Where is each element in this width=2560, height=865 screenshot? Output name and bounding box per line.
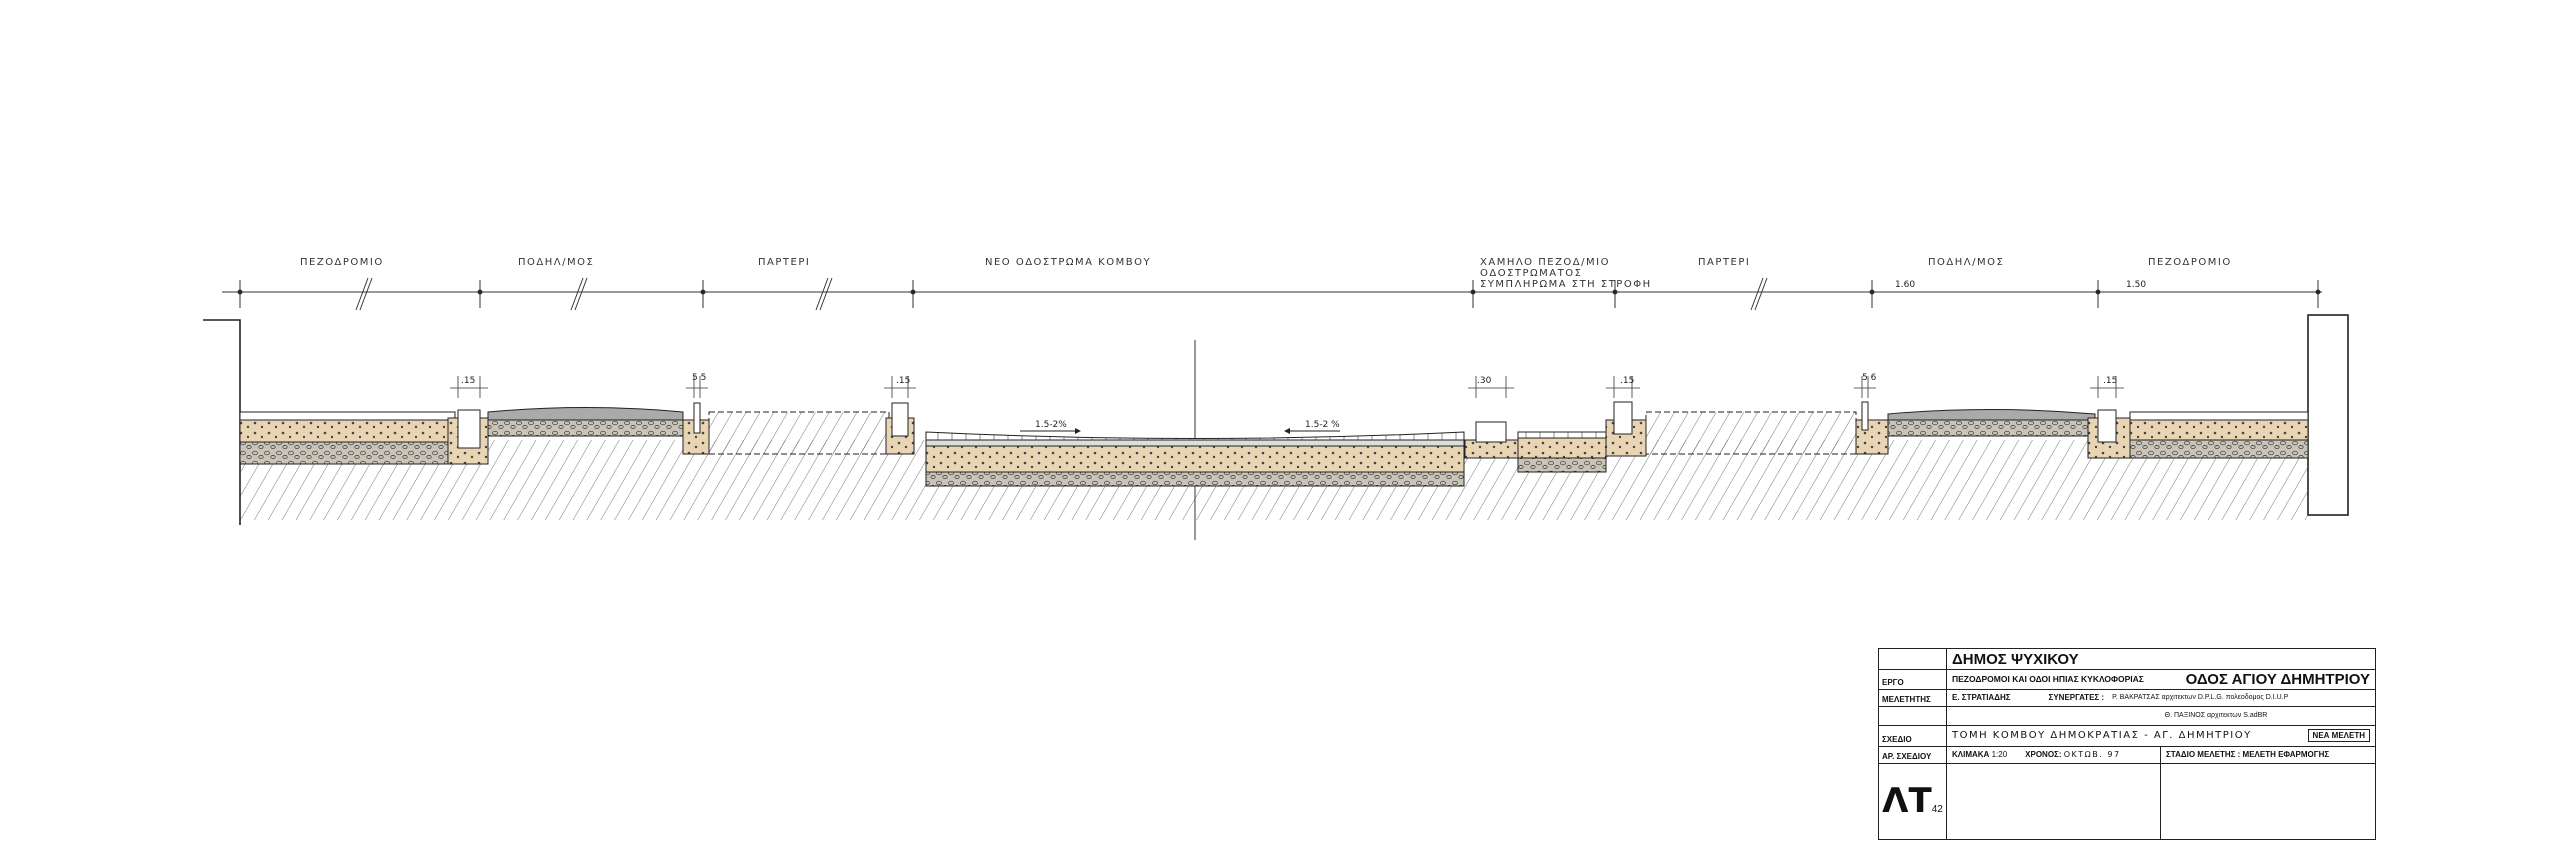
curb-stone: [457, 409, 481, 449]
collaborators-label: ΣΥΝΕΡΓΑΤΕΣ :: [2048, 693, 2105, 702]
collaborator: Θ. ΠΑΞΙΝΟΣ αρχιτεκτων S.adBR: [2164, 712, 2268, 719]
callout: .15: [461, 376, 475, 386]
break-mark: [1750, 277, 1764, 311]
break-mark: [574, 277, 588, 311]
callout: .15: [2103, 376, 2117, 386]
zone-label: ΠΑΡΤΕΡΙ: [1698, 257, 1750, 268]
zone-label: ΝΕΟ ΟΔΟΣΤΡΩΜΑ ΚΟΜΒΟΥ: [985, 257, 1151, 268]
callout: 5 6: [1862, 373, 1877, 383]
dimension-node: [700, 289, 706, 295]
callout: .15: [1620, 376, 1634, 386]
break-mark: [819, 277, 833, 311]
drawing-title: ΤΟΜΗ ΚΟΜΒΟΥ ΔΗΜΟΚΡΑΤΙΑΣ - ΑΓ. ΔΗΜΗΤΡΙΟΥ: [1952, 730, 2252, 741]
break-mark: [355, 277, 369, 311]
callout: .15: [896, 376, 910, 386]
curb-stone: [1861, 401, 1869, 431]
project-label: ΕΡΓΟ: [1879, 669, 1947, 689]
curb-stone: [1475, 421, 1507, 443]
date-label: ΧΡΟΝΟΣ:: [2025, 750, 2062, 759]
zone-labels: ΠΕΖΟΔΡΟΜΙΟ ΠΟΔΗΛ/ΜΟΣ ΠΑΡΤΕΡΙ ΝΕΟ ΟΔΟΣΤΡΩ…: [300, 257, 2232, 290]
dimension-node: [910, 289, 916, 295]
scale-label: ΚΛΙΜΑΚΑ: [1952, 750, 1990, 759]
zone-label: ΠΕΖΟΔΡΟΜΙΟ: [300, 257, 384, 268]
street: ΟΔΟΣ ΑΓΙΟΥ ΔΗΜΗΤΡΙΟΥ: [2185, 670, 2370, 688]
zone-label: ΠΑΡΤΕΡΙ: [758, 257, 810, 268]
dimension-node: [1470, 289, 1476, 295]
dimension-node: [1869, 289, 1875, 295]
break-mark: [1754, 277, 1768, 311]
zone-note: ΟΔΟΣΤΡΩΜΑΤΟΣ: [1480, 268, 1582, 279]
zone-note: ΣΥΜΠΛΗΡΩΜΑ ΣΤΗ ΣΤΡΟΦΗ: [1480, 279, 1652, 290]
callout: .30: [1477, 376, 1492, 386]
break-mark: [570, 277, 584, 311]
designer: Ε. ΣΤΡΑΤΙΑΔΗΣ: [1952, 693, 2011, 702]
dimension-node: [477, 289, 483, 295]
zone-label: ΠΟΔΗΛ/ΜΟΣ: [1928, 257, 2004, 268]
dimension-node: [2315, 289, 2321, 295]
designer-label: ΜΕΛΕΤΗΤΗΣ: [1879, 689, 1947, 706]
date: ΟΚΤΩΒ. 97: [2063, 750, 2121, 759]
scale: 1:20: [1991, 750, 2008, 759]
project: ΠΕΖΟΔΡΟΜΟΙ ΚΑΙ ΟΔΟΙ ΗΠΙΑΣ ΚΥΚΛΟΦΟΡΙΑΣ: [1952, 674, 2144, 684]
zone-label: ΠΟΔΗΛ/ΜΟΣ: [518, 257, 594, 268]
dimension-callouts: .15 5 5 .15 .30 .15 5 6 .15: [450, 373, 2124, 398]
curb-stone: [1613, 401, 1633, 435]
drawing-label: ΣΧΕΔΙΟ: [1879, 725, 1947, 746]
callout: 5 5: [692, 373, 706, 383]
width-value: 1.50: [2126, 280, 2146, 290]
pavement-layers: [239, 401, 2309, 487]
dimension-node: [237, 289, 243, 295]
zone-label: ΠΕΖΟΔΡΟΜΙΟ: [2148, 257, 2232, 268]
dimension-line: [222, 277, 2322, 311]
stage: ΣΤΑΔΙΟ ΜΕΛΕΤΗΣ : ΜΕΛΕΤΗ ΕΦΑΡΜΟΓΗΣ: [2166, 750, 2330, 759]
curb-stone: [2097, 409, 2117, 443]
authority: ΔΗΜΟΣ ΨΥΧΙΚΟΥ: [1952, 650, 2079, 668]
title-block: ΔΗΜΟΣ ΨΥΧΙΚΟΥ ΕΡΓΟ ΠΕΖΟΔΡΟΜΟΙ ΚΑΙ ΟΔΟΙ Η…: [1878, 648, 2376, 840]
break-mark: [815, 277, 829, 311]
slope-annotations: 1.5-2% 1.5-2 %: [1020, 420, 1340, 434]
collaborator: Ρ. ΒΑΚΡΑΤΣΑΣ αρχιτεκτων D.P.L.G. πολεοδο…: [2112, 694, 2289, 701]
slope-label: 1.5-2 %: [1305, 420, 1340, 430]
break-mark: [359, 277, 373, 311]
dimension-node: [2095, 289, 2101, 295]
width-value: 1.60: [1895, 280, 1915, 290]
curb-stone: [891, 402, 909, 437]
boundary-walls: [203, 314, 2349, 525]
zone-label: ΧΑΜΗΛΟ ΠΕΖΟΔ/ΜΙΟ: [1480, 257, 1610, 268]
slope-label: 1.5-2%: [1035, 420, 1067, 430]
curb-stone: [693, 402, 701, 434]
dimension-node: [1612, 289, 1618, 295]
status-badge: ΝΕΑ ΜΕΛΕΤΗ: [2307, 729, 2370, 742]
number-label: ΑΡ. ΣΧΕΔΙΟΥ: [1879, 746, 1947, 763]
